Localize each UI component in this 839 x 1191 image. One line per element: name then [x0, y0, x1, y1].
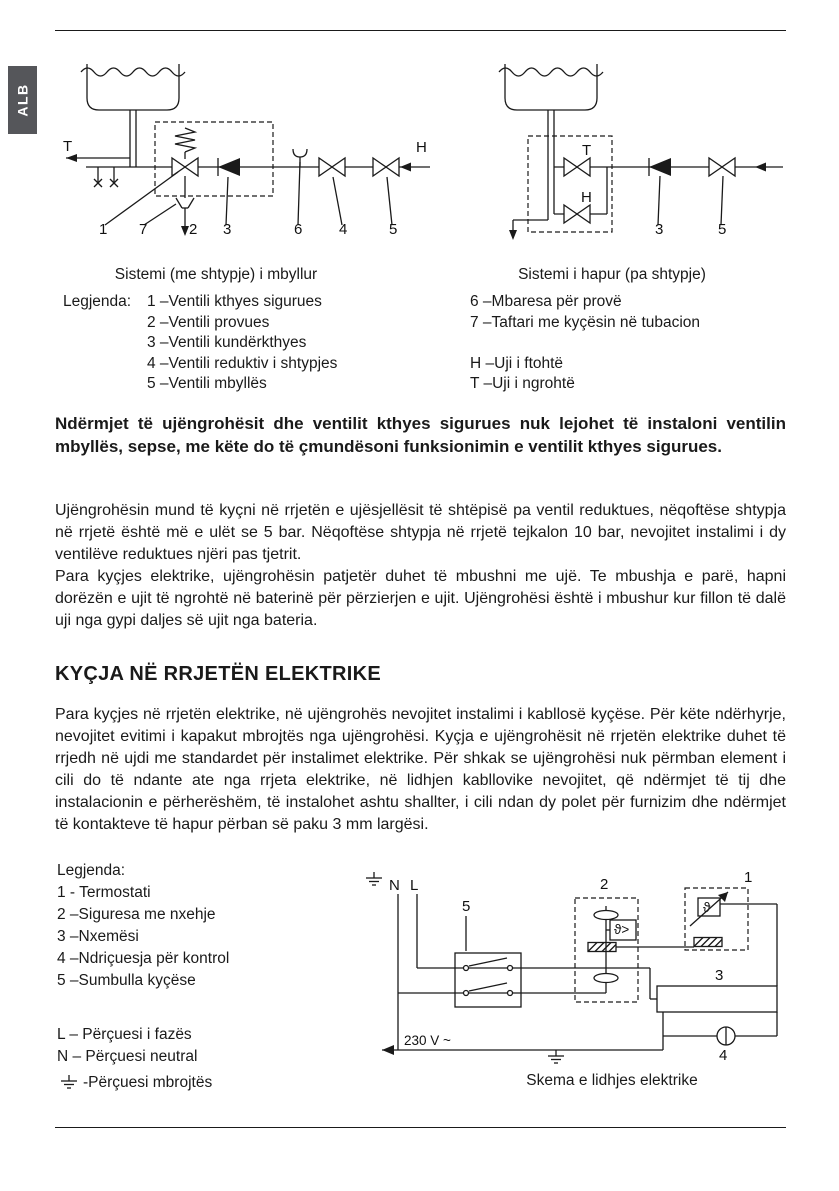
check-valve-icon: [217, 157, 241, 177]
legend-item: L – Përçuesi i fazës: [57, 1026, 192, 1043]
electrical-legend: Legjenda: 1 - Termostati 2 –Siguresa me …: [57, 860, 229, 1094]
legend-left-column: 1 –Ventili kthyes sigurues 2 –Ventili pr…: [147, 292, 337, 395]
legend-title: Legjenda:: [57, 862, 126, 879]
heater-contact-icon: [693, 936, 723, 948]
legend-item: N – Përçuesi neutral: [57, 1048, 198, 1065]
legend-item: [470, 333, 700, 354]
arrow-left-icon: [66, 154, 77, 162]
hot-water-label: T: [63, 138, 72, 155]
body-paragraphs: Ujëngrohësin mund të kyçni në rrjetën e …: [55, 500, 786, 632]
diagram-number: 2: [189, 221, 197, 238]
fuse-group-box: [574, 897, 639, 1003]
diagram-number: 7: [139, 221, 147, 238]
diagram-number: 4: [339, 221, 347, 238]
body-paragraph-1: Ujëngrohësin mund të kyçni në rrjetën e …: [55, 502, 786, 563]
hot-valve-icon: [563, 157, 591, 177]
body-paragraph-2: Para kyçjes elektrike, ujëngrohësin patj…: [55, 568, 786, 629]
arrow-down-icon: [181, 226, 189, 236]
electrical-diagram: N L 5 2 ϑ> 1 ϑ 3: [365, 869, 778, 1064]
cold-water-label: H: [416, 139, 427, 156]
cold-water-label: H: [581, 189, 592, 206]
thermostat-symbol: ϑ>: [614, 922, 629, 937]
voltage-label: 230 V ~: [404, 1033, 451, 1048]
neutral-label: N: [389, 877, 400, 894]
check-valve-icon: [648, 157, 672, 177]
phase-label: L: [410, 877, 418, 894]
tank-icon: [80, 63, 186, 111]
component-number: 2: [600, 876, 608, 893]
legend-item: 3 –Nxemësi: [57, 928, 139, 945]
diagram-number: 3: [655, 221, 663, 238]
ground-icon: [365, 871, 383, 886]
ground-label: -Përçuesi mbrojtës: [83, 1074, 213, 1091]
ground-icon: [547, 1049, 565, 1064]
legend-item: H –Uji i ftohtë: [470, 354, 564, 372]
shutoff-valve-icon: [708, 157, 736, 177]
bottom-rule: [55, 1127, 786, 1128]
body-paragraph-3: Para kyçjes në rrjetën elektrike, në ujë…: [55, 706, 786, 833]
legend-item: 4 –Ventili reduktiv i shtypjes: [147, 354, 338, 372]
legend-item: 1 - Termostati: [57, 884, 151, 901]
legend-right-column: 6 –Mbaresa për provë 7 –Taftari me kyçës…: [470, 292, 700, 395]
switch-box: [454, 952, 522, 1008]
closed-system-caption: Sistemi (me shtypje) i mbyllur: [114, 266, 318, 283]
component-number: 1: [744, 869, 752, 886]
component-number: 4: [719, 1047, 727, 1064]
arrow-icon: [718, 892, 728, 902]
fuse-icon: [593, 972, 619, 984]
heating-element: [656, 985, 778, 1013]
legend-item: 4 –Ndriçuesja për kontrol: [57, 950, 230, 967]
ground-icon: [60, 1074, 78, 1089]
open-system-caption: Sistemi i hapur (pa shtypje): [518, 266, 706, 283]
reducing-valve-icon: [318, 157, 346, 177]
legend-item: 5 –Ventili mbyllës: [147, 375, 267, 392]
mixer-group-box: [527, 135, 613, 233]
thermostat-box: [697, 897, 721, 917]
thermostat-symbol: ϑ: [703, 900, 711, 915]
heater-contact-icon: [587, 941, 617, 953]
legend-item: 5 –Sumbulla kyçëse: [57, 972, 196, 989]
cold-valve-icon: [563, 204, 591, 224]
language-tab: ALB: [8, 66, 37, 134]
arrow-down-icon: [509, 230, 517, 240]
open-system-diagram: T H 3 5: [498, 63, 783, 240]
warning-paragraph: Ndërmjet të ujëngrohësit dhe ventilit kt…: [55, 414, 786, 456]
diagram-number: 1: [99, 221, 107, 238]
legend-item: T –Uji i ngrohtë: [470, 375, 575, 392]
arrow-left-icon: [382, 1045, 394, 1055]
legend-item: 6 –Mbaresa për provë: [470, 293, 622, 310]
component-number: 3: [715, 967, 723, 984]
arrow-left-icon: [400, 162, 411, 172]
electrical-caption: Skema e lidhjes elektrike: [526, 1072, 698, 1089]
hot-water-label: T: [582, 142, 591, 159]
arrow-left-icon: [755, 162, 766, 172]
section-heading: KYÇJA NË RRJETËN ELEKTRIKE: [55, 663, 381, 685]
fuse-icon: [593, 909, 619, 921]
diagram-number: 6: [294, 221, 302, 238]
tank-icon: [498, 63, 604, 111]
diagram-number: 3: [223, 221, 231, 238]
test-plug-icon: [292, 148, 308, 158]
top-rule: [55, 30, 786, 31]
diagram-number: 5: [718, 221, 726, 238]
closed-system-diagram: T H 1: [63, 63, 430, 238]
legend-item: 2 –Ventili provues: [147, 313, 270, 331]
legend-item-ground: -Përçuesi mbrojtës: [57, 1072, 229, 1094]
legend-item: 2 –Siguresa me nxehje: [57, 906, 216, 923]
diagram-number: 5: [389, 221, 397, 238]
wire-legend: L – Përçuesi i fazës N – Përçuesi neutra…: [57, 1024, 229, 1068]
safety-group-box: [154, 121, 274, 197]
language-tab-label: ALB: [14, 83, 31, 117]
thermostat-group-box: [684, 887, 749, 951]
shutoff-valve-icon: [372, 157, 400, 177]
legend-title: Legjenda:: [63, 293, 132, 310]
component-number: 5: [462, 898, 470, 915]
spring-icon: [174, 127, 198, 153]
legend-item: 1 –Ventili kthyes sigurues: [147, 293, 322, 310]
legend-item: 7 –Taftari me kyçësin në tubacion: [470, 313, 701, 331]
legend-item: 3 –Ventili kundërkthyes: [147, 334, 307, 351]
